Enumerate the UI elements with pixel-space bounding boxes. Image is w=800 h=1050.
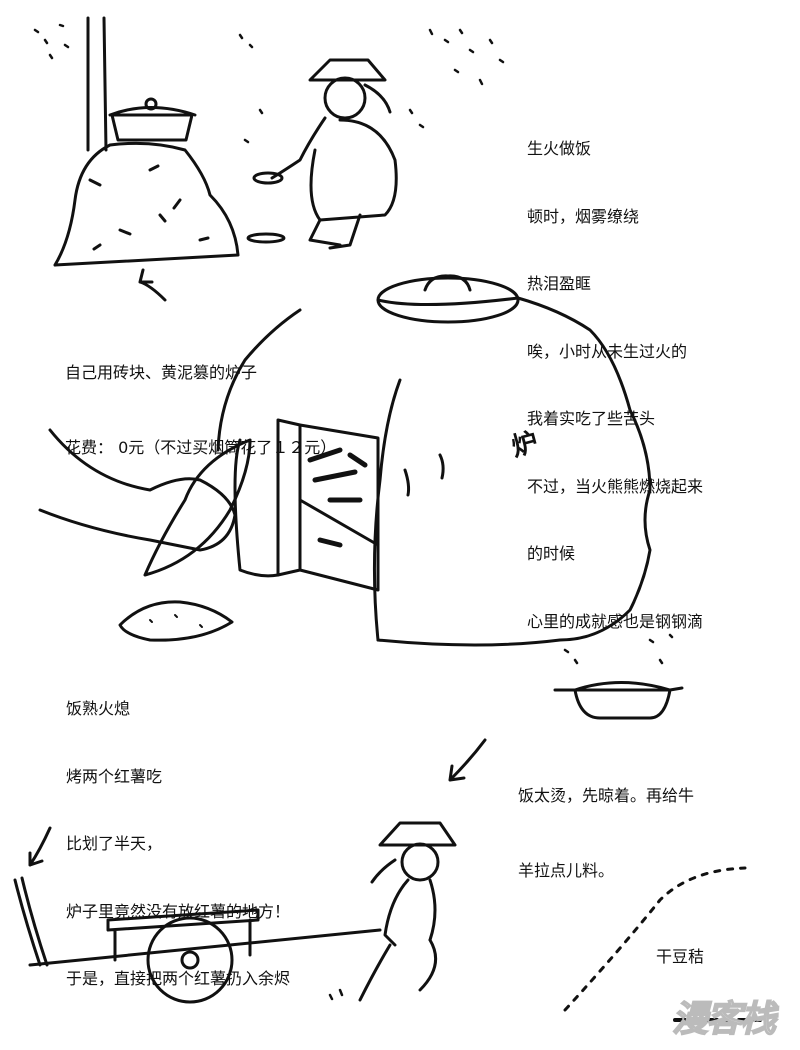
caption-line: 的时候 — [527, 544, 576, 563]
caption-line: 于是，直接把两个红薯扔入余烬 — [66, 969, 291, 988]
caption-line: 烤两个红薯吃 — [66, 766, 163, 786]
caption-line: 比划了半天， — [66, 834, 163, 853]
caption-straw: 干豆秸 — [656, 947, 705, 966]
caption-line: 生火做饭 — [527, 139, 592, 158]
caption-line: 花费： 0元（不过买烟筒花了１２元） — [65, 438, 337, 457]
caption-rice: 饭太烫，先晾着。再给牛 羊拉点儿料。 — [518, 733, 694, 933]
caption-line: 不过，当火熊熊燃烧起来 — [527, 476, 704, 496]
caption-line: 我着实吃了些苦头 — [527, 409, 656, 428]
caption-line: 顿时，烟雾缭绕 — [527, 206, 640, 226]
mud-stove-drawing — [33, 16, 240, 267]
caption-line: 自己用砖块、黄泥篡的炉子 — [65, 363, 258, 382]
cart-drawing — [13, 876, 382, 1004]
caption-line: 心里的成就感也是钢钢滴 — [527, 611, 704, 631]
dotted-straw-curve — [563, 866, 747, 1012]
pot-drawing — [553, 633, 684, 720]
arrow-to-stove — [138, 268, 167, 302]
caption-line: 羊拉点儿料。 — [518, 861, 615, 880]
caption-line: 炉子里竟然没有放红薯的地方！ — [66, 901, 291, 921]
caption-cooking: 生火做饭 顿时，烟雾缭绕 热泪盈眶 唉，小时从未生过火的 我着实吃了些苦头 不过… — [527, 93, 703, 678]
caption-curve — [216, 308, 302, 452]
arrow-down-center — [448, 738, 487, 782]
arrow-down-left — [28, 826, 52, 867]
caption-stove: 自己用砖块、黄泥篡的炉子 花费： 0元（不过买烟筒花了１２元） — [65, 310, 336, 510]
caption-line: 饭太烫，先晾着。再给牛 — [518, 786, 695, 805]
big-oven-drawing — [233, 274, 652, 647]
person-pulling-cart-drawing — [358, 821, 457, 1002]
caption-line: 热泪盈眶 — [527, 274, 592, 293]
person-crouching-drawing — [238, 28, 505, 250]
caption-sweet-potato: 饭熟火熄 烤两个红薯吃 比划了半天， 炉子里竟然没有放红薯的地方！ 于是，直接把… — [66, 653, 290, 1036]
caption-line: 饭熟火熄 — [66, 699, 131, 718]
oven-label: 炉 — [508, 427, 542, 463]
watermark-logo: 漫客栈 — [671, 998, 777, 1041]
hand-with-sweet-potato-drawing — [38, 428, 252, 642]
caption-line: 唉，小时从未生过火的 — [527, 341, 688, 361]
